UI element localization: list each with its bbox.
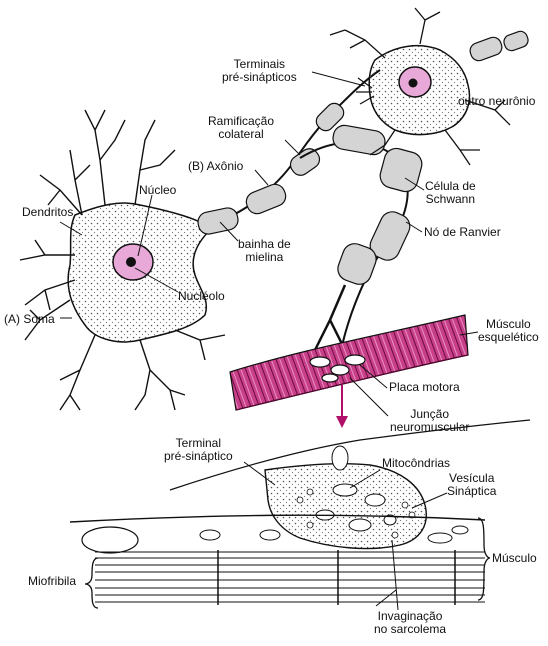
label-vesicula: Vesícula Sináptica — [447, 471, 497, 498]
label-musculo: Músculo — [492, 551, 537, 565]
junction-detail — [69, 419, 531, 611]
nucleolus — [126, 257, 136, 267]
label-musculo-esqueletico: Músculo esquelético — [478, 317, 539, 344]
skeletal-muscle — [229, 314, 469, 428]
label-terminais: Terminais pré-sinápticos — [222, 57, 297, 84]
label-soma: (A) Soma — [4, 312, 55, 326]
label-axonio: (B) Axônio — [188, 159, 244, 173]
soma-cell — [19, 109, 226, 411]
label-ramificacao: Ramificação colateral — [208, 114, 275, 141]
label-juncao: Junção neuromuscular — [390, 407, 470, 434]
label-celula-schwann: Célula de Schwann — [425, 179, 476, 206]
label-no-ranvier: Nó de Ranvier — [424, 225, 501, 239]
label-mitocondrias: Mitocôndrias — [382, 456, 451, 470]
label-invaginacao: Invaginação no sarcolema — [374, 609, 447, 636]
label-nucleolo: Nucléolo — [178, 289, 225, 303]
label-nucleo: Núcleo — [139, 183, 177, 197]
label-bainha: bainha de mielina — [238, 237, 291, 264]
other-neuron — [329, 7, 511, 166]
leader-lines — [59, 71, 479, 607]
label-outro-neuronio: outro neurônio — [458, 94, 536, 108]
label-placa-motora: Placa motora — [389, 380, 460, 394]
label-miofribila: Miofribila — [28, 574, 77, 588]
label-dendritos: Dendritos — [22, 205, 74, 219]
axon — [197, 30, 529, 366]
label-terminal-pre: Terminal pré-sináptico — [164, 436, 233, 463]
